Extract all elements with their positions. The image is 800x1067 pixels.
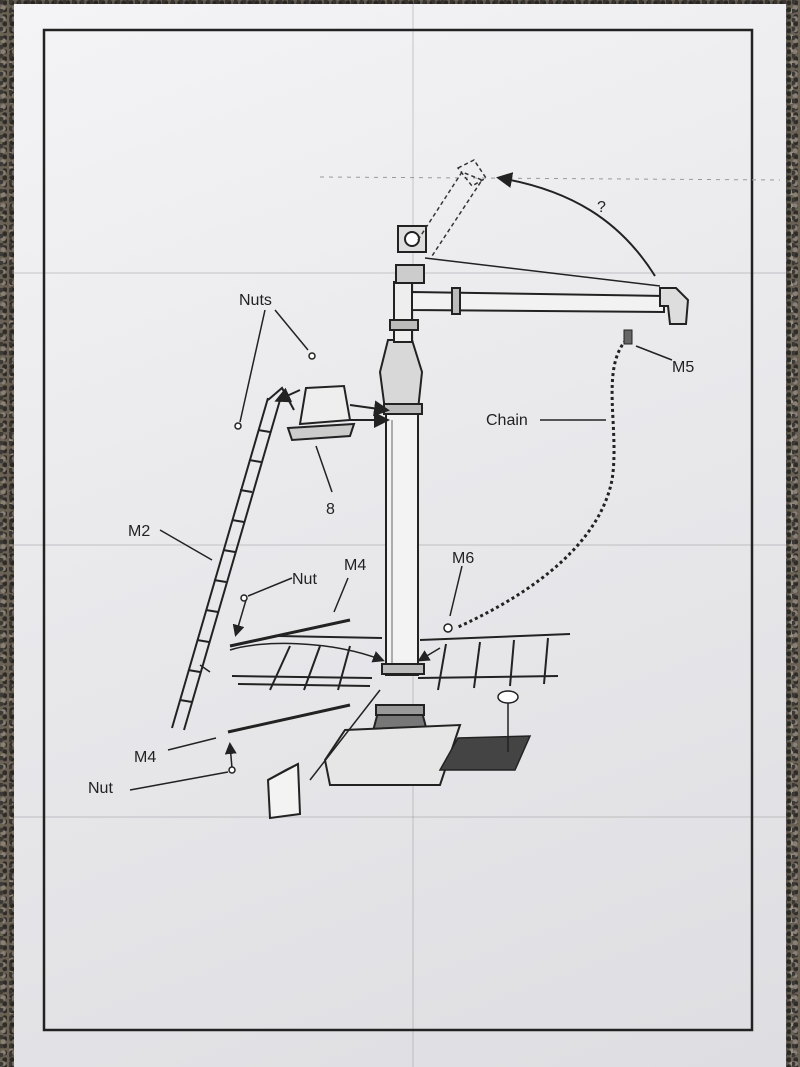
label-nut-upper: Nut xyxy=(292,571,317,588)
drain-grate xyxy=(438,690,532,771)
label-chain: Chain xyxy=(486,412,528,429)
label-m4-lower: M4 xyxy=(134,749,156,766)
rod-m4-lower xyxy=(227,703,351,734)
leader-lines xyxy=(129,309,673,791)
page-border xyxy=(42,28,754,1032)
water-crane-column xyxy=(323,225,462,786)
label-part-8: 8 xyxy=(326,501,335,518)
m5-bracket xyxy=(623,329,633,345)
faint-dashes xyxy=(319,176,781,181)
nut-markers xyxy=(228,352,453,774)
platform-part-8 xyxy=(274,384,390,442)
fold-crease-horizontal xyxy=(14,816,786,818)
label-nut-lower: Nut xyxy=(88,780,113,797)
small-box xyxy=(266,762,302,820)
track-section xyxy=(231,633,571,691)
label-m5: M5 xyxy=(672,359,694,376)
chain xyxy=(455,339,628,630)
label-m6: M6 xyxy=(452,550,474,567)
label-nuts: Nuts xyxy=(239,292,272,309)
question-mark-label: ? xyxy=(597,199,606,216)
raised-arm-ghost xyxy=(417,159,488,257)
crane-arm xyxy=(411,257,690,325)
label-m4-upper: M4 xyxy=(344,557,366,574)
rod-m4-upper xyxy=(229,618,351,648)
ladder-m2 xyxy=(171,386,295,731)
swing-arrow xyxy=(496,172,656,277)
label-m2: M2 xyxy=(128,523,150,540)
